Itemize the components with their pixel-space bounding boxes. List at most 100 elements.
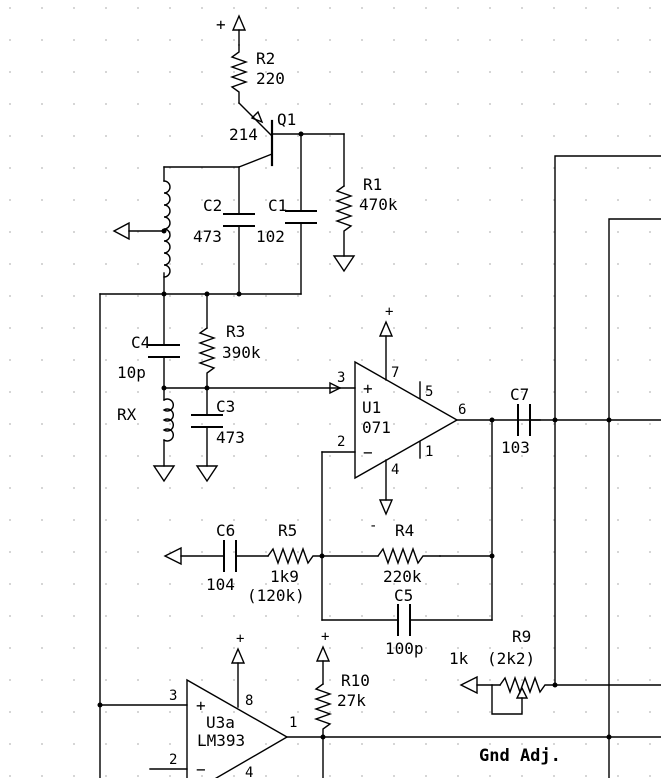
grid-dot [329, 167, 331, 169]
grid-dot [425, 455, 427, 457]
opamp-u1: + - + − U1 071 3 2 7 5 6 4 1 [321, 304, 541, 534]
grid-dot [9, 487, 11, 489]
grid-dot [137, 647, 139, 649]
grid-dot [361, 487, 363, 489]
r3-value: 390k [222, 343, 261, 362]
grid-dot [329, 679, 331, 681]
q1-ref: Q1 [277, 110, 296, 129]
grid-dot [457, 423, 459, 425]
grid-dot [649, 103, 651, 105]
c2-value: 473 [193, 227, 222, 246]
grid-dot [201, 775, 203, 777]
grid-dot [521, 423, 523, 425]
grid-dot [329, 615, 331, 617]
grid-dot [201, 711, 203, 713]
u3a-supply-label: + [236, 631, 244, 647]
grid-dot [201, 135, 203, 137]
grid-dot [585, 135, 587, 137]
grid-dot [73, 519, 75, 521]
grid-dot [649, 231, 651, 233]
grid-dot [649, 551, 651, 553]
grid-dot [137, 391, 139, 393]
grid-dot [73, 551, 75, 553]
grid-dot [585, 71, 587, 73]
grid-dot [233, 39, 235, 41]
grid-dot [233, 135, 235, 137]
grid-dot [521, 327, 523, 329]
grid-dot [649, 423, 651, 425]
grid-dot [169, 263, 171, 265]
grid-dot [393, 167, 395, 169]
grid-dot [361, 71, 363, 73]
grid-dot [201, 455, 203, 457]
grid-dot [265, 615, 267, 617]
grid-dot [457, 519, 459, 521]
r4-value: 220k [383, 567, 422, 586]
grid-dot [105, 615, 107, 617]
grid-dot [137, 615, 139, 617]
grid-dot [297, 359, 299, 361]
grid-dot [617, 71, 619, 73]
grid-dot [137, 743, 139, 745]
grid-dot [585, 359, 587, 361]
grid-dot [73, 71, 75, 73]
grid-dot [489, 231, 491, 233]
grid-dot [425, 231, 427, 233]
grid-dot [9, 295, 11, 297]
grid-dot [457, 135, 459, 137]
grid-dot [73, 775, 75, 777]
grid-dot [137, 679, 139, 681]
grid-dot [73, 327, 75, 329]
grid-dot [297, 647, 299, 649]
grid-dot [9, 39, 11, 41]
grid-dot [297, 295, 299, 297]
comparator-u3a: + + − U3a LM393 3 2 8 1 4 [99, 631, 661, 778]
r5-alt-value: (120k) [247, 586, 305, 605]
grid-dot [329, 743, 331, 745]
grid-dot [617, 135, 619, 137]
r5-value: 1k9 [270, 567, 299, 586]
grid-dot [617, 487, 619, 489]
grid-dot [617, 327, 619, 329]
grid-dot [105, 743, 107, 745]
grid-dot [521, 231, 523, 233]
grid-dot [137, 327, 139, 329]
grid-dot [425, 135, 427, 137]
grid-dot [41, 423, 43, 425]
grid-dot [105, 359, 107, 361]
grid-dot [361, 391, 363, 393]
grid-dot [41, 391, 43, 393]
grid-dot [649, 199, 651, 201]
resistor-r3: R3 390k [197, 293, 261, 416]
tank-circuit: C2 473 C1 102 [99, 166, 317, 295]
grid-dot [425, 103, 427, 105]
u1-ref: U1 [362, 398, 381, 417]
u3a-plus-sign: + [196, 696, 206, 715]
grid-dot [489, 551, 491, 553]
grid-dot [105, 519, 107, 521]
grid-dot [425, 167, 427, 169]
grid-dot [393, 231, 395, 233]
resistor-r10: + R10 27k [313, 629, 370, 778]
grid-dot [393, 711, 395, 713]
grid-dot [393, 295, 395, 297]
grid-dot [9, 519, 11, 521]
grid-dot [425, 199, 427, 201]
grid-dot [201, 487, 203, 489]
grid-dot [329, 455, 331, 457]
grid-dot [41, 199, 43, 201]
grid-dot [361, 583, 363, 585]
grid-dot [105, 199, 107, 201]
grid-dot [233, 103, 235, 105]
grid-dot [105, 295, 107, 297]
u3a-pin2: 2 [169, 752, 177, 768]
grid-dot [233, 487, 235, 489]
grid-dot [265, 327, 267, 329]
grid-dot [521, 775, 523, 777]
grid-dot [297, 455, 299, 457]
grid-dot [233, 551, 235, 553]
grid-dot [425, 679, 427, 681]
c5-ref: C5 [394, 586, 413, 605]
grid-dot [41, 487, 43, 489]
grid-dot [329, 423, 331, 425]
